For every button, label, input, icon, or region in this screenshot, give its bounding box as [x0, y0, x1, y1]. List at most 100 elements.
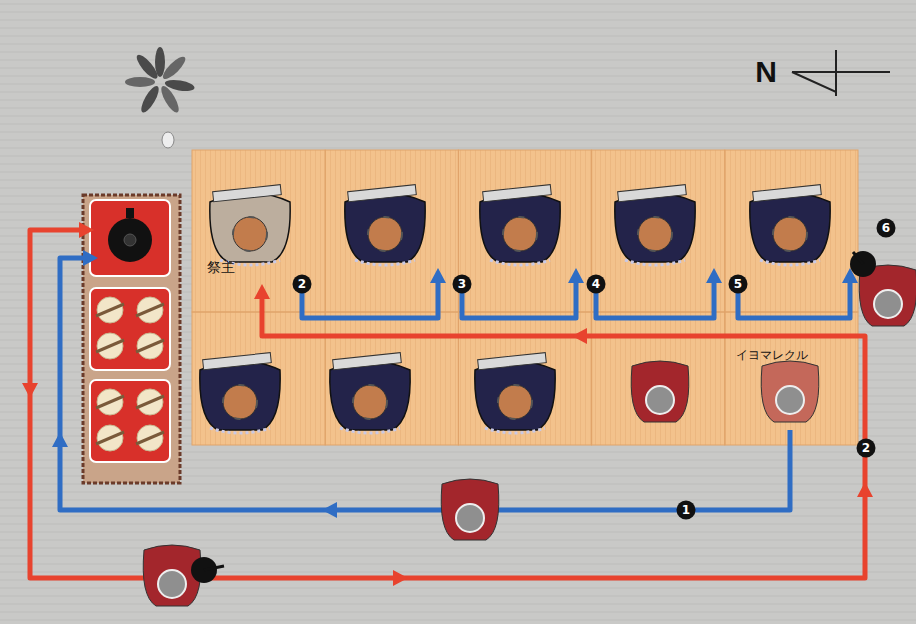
woman-figure	[850, 251, 916, 326]
prayer-stick	[136, 396, 164, 408]
arrowhead	[568, 268, 584, 283]
pot-lid	[124, 234, 136, 246]
headband	[233, 217, 267, 251]
ceremonial-sword	[203, 353, 272, 370]
tatami-panel	[725, 150, 858, 312]
path-line	[738, 282, 850, 318]
headband	[773, 217, 807, 251]
pot-spout	[853, 252, 863, 264]
man-figure	[330, 353, 410, 433]
tatami-panel	[592, 150, 725, 312]
tatami-panel	[325, 312, 458, 445]
robe	[750, 193, 830, 262]
arrowhead	[322, 502, 337, 518]
prayer-stick	[96, 304, 124, 316]
man-figure	[480, 185, 560, 265]
sake-cup	[137, 333, 163, 359]
tatami-panel	[192, 150, 325, 312]
robe	[345, 193, 425, 262]
prayer-stick	[136, 304, 164, 316]
sake-cup	[137, 425, 163, 451]
path-line	[60, 258, 790, 510]
woman-figure	[631, 361, 689, 422]
compass-triangle	[792, 72, 836, 92]
sake-cup	[137, 297, 163, 323]
tatami-panel	[458, 150, 591, 312]
head	[353, 385, 387, 419]
headband	[223, 385, 257, 419]
ceremonial-sword	[753, 185, 822, 202]
robe	[210, 193, 290, 262]
arrowhead	[83, 250, 98, 266]
inau-leaf	[158, 84, 182, 115]
robe-pattern	[490, 260, 550, 265]
sake-cup	[97, 297, 123, 323]
altar-tray	[90, 200, 170, 276]
headband	[498, 385, 532, 419]
compass-symbol	[792, 50, 890, 96]
head	[498, 385, 532, 419]
prayer-stick	[96, 432, 124, 444]
head	[503, 217, 537, 251]
inau-symbol	[125, 47, 195, 115]
path-line	[462, 282, 576, 318]
arrowhead	[430, 268, 446, 283]
ceremonial-sword	[213, 185, 282, 202]
robe	[330, 361, 410, 430]
callout-number: 3	[453, 275, 472, 294]
robe	[615, 193, 695, 262]
head	[368, 217, 402, 251]
arrowhead	[52, 432, 68, 447]
path-line	[596, 282, 714, 318]
headband	[503, 217, 537, 251]
arrowhead	[706, 268, 722, 283]
robe	[761, 361, 819, 422]
head	[773, 217, 807, 251]
tatami-panel	[725, 312, 858, 445]
pot-handle	[126, 208, 134, 218]
head	[223, 385, 257, 419]
small-offering	[162, 132, 174, 148]
head	[638, 217, 672, 251]
path-line	[302, 282, 438, 318]
man-figure	[345, 185, 425, 265]
callout-number: 2	[293, 275, 312, 294]
callout-number: 5	[729, 275, 748, 294]
head-cover	[456, 504, 484, 532]
head-cover	[158, 570, 186, 598]
robe	[475, 361, 555, 430]
prayer-stick	[96, 396, 124, 408]
inau-leaf	[125, 77, 155, 87]
man-figure	[200, 353, 280, 433]
robe-pattern	[210, 428, 270, 433]
altar	[83, 195, 180, 483]
inau-leaf	[138, 84, 162, 115]
arrowhead	[572, 328, 587, 344]
headband	[368, 217, 402, 251]
sake-cup	[97, 389, 123, 415]
headband	[353, 385, 387, 419]
inau-leaf	[160, 54, 188, 82]
path-line	[30, 230, 865, 578]
tatami-panel	[458, 312, 591, 445]
role-label: イヨマレクル	[736, 347, 808, 364]
prayer-stick	[96, 340, 124, 352]
callout-number: 4	[587, 275, 606, 294]
sake-cup	[97, 333, 123, 359]
altar-tray	[90, 380, 170, 462]
chief-figure	[210, 185, 290, 265]
tatami-panel	[592, 312, 725, 445]
robe-pattern	[625, 260, 685, 265]
woman-figure	[761, 361, 819, 422]
callout-number: 2	[857, 439, 876, 458]
woman-figure	[143, 545, 224, 606]
sake-cup	[97, 425, 123, 451]
arrowhead	[22, 383, 38, 398]
robe-pattern	[760, 260, 820, 265]
pot-spout	[204, 566, 224, 570]
robe	[480, 193, 560, 262]
arrowhead	[254, 284, 270, 299]
robe	[441, 479, 499, 540]
robe-pattern	[355, 260, 415, 265]
